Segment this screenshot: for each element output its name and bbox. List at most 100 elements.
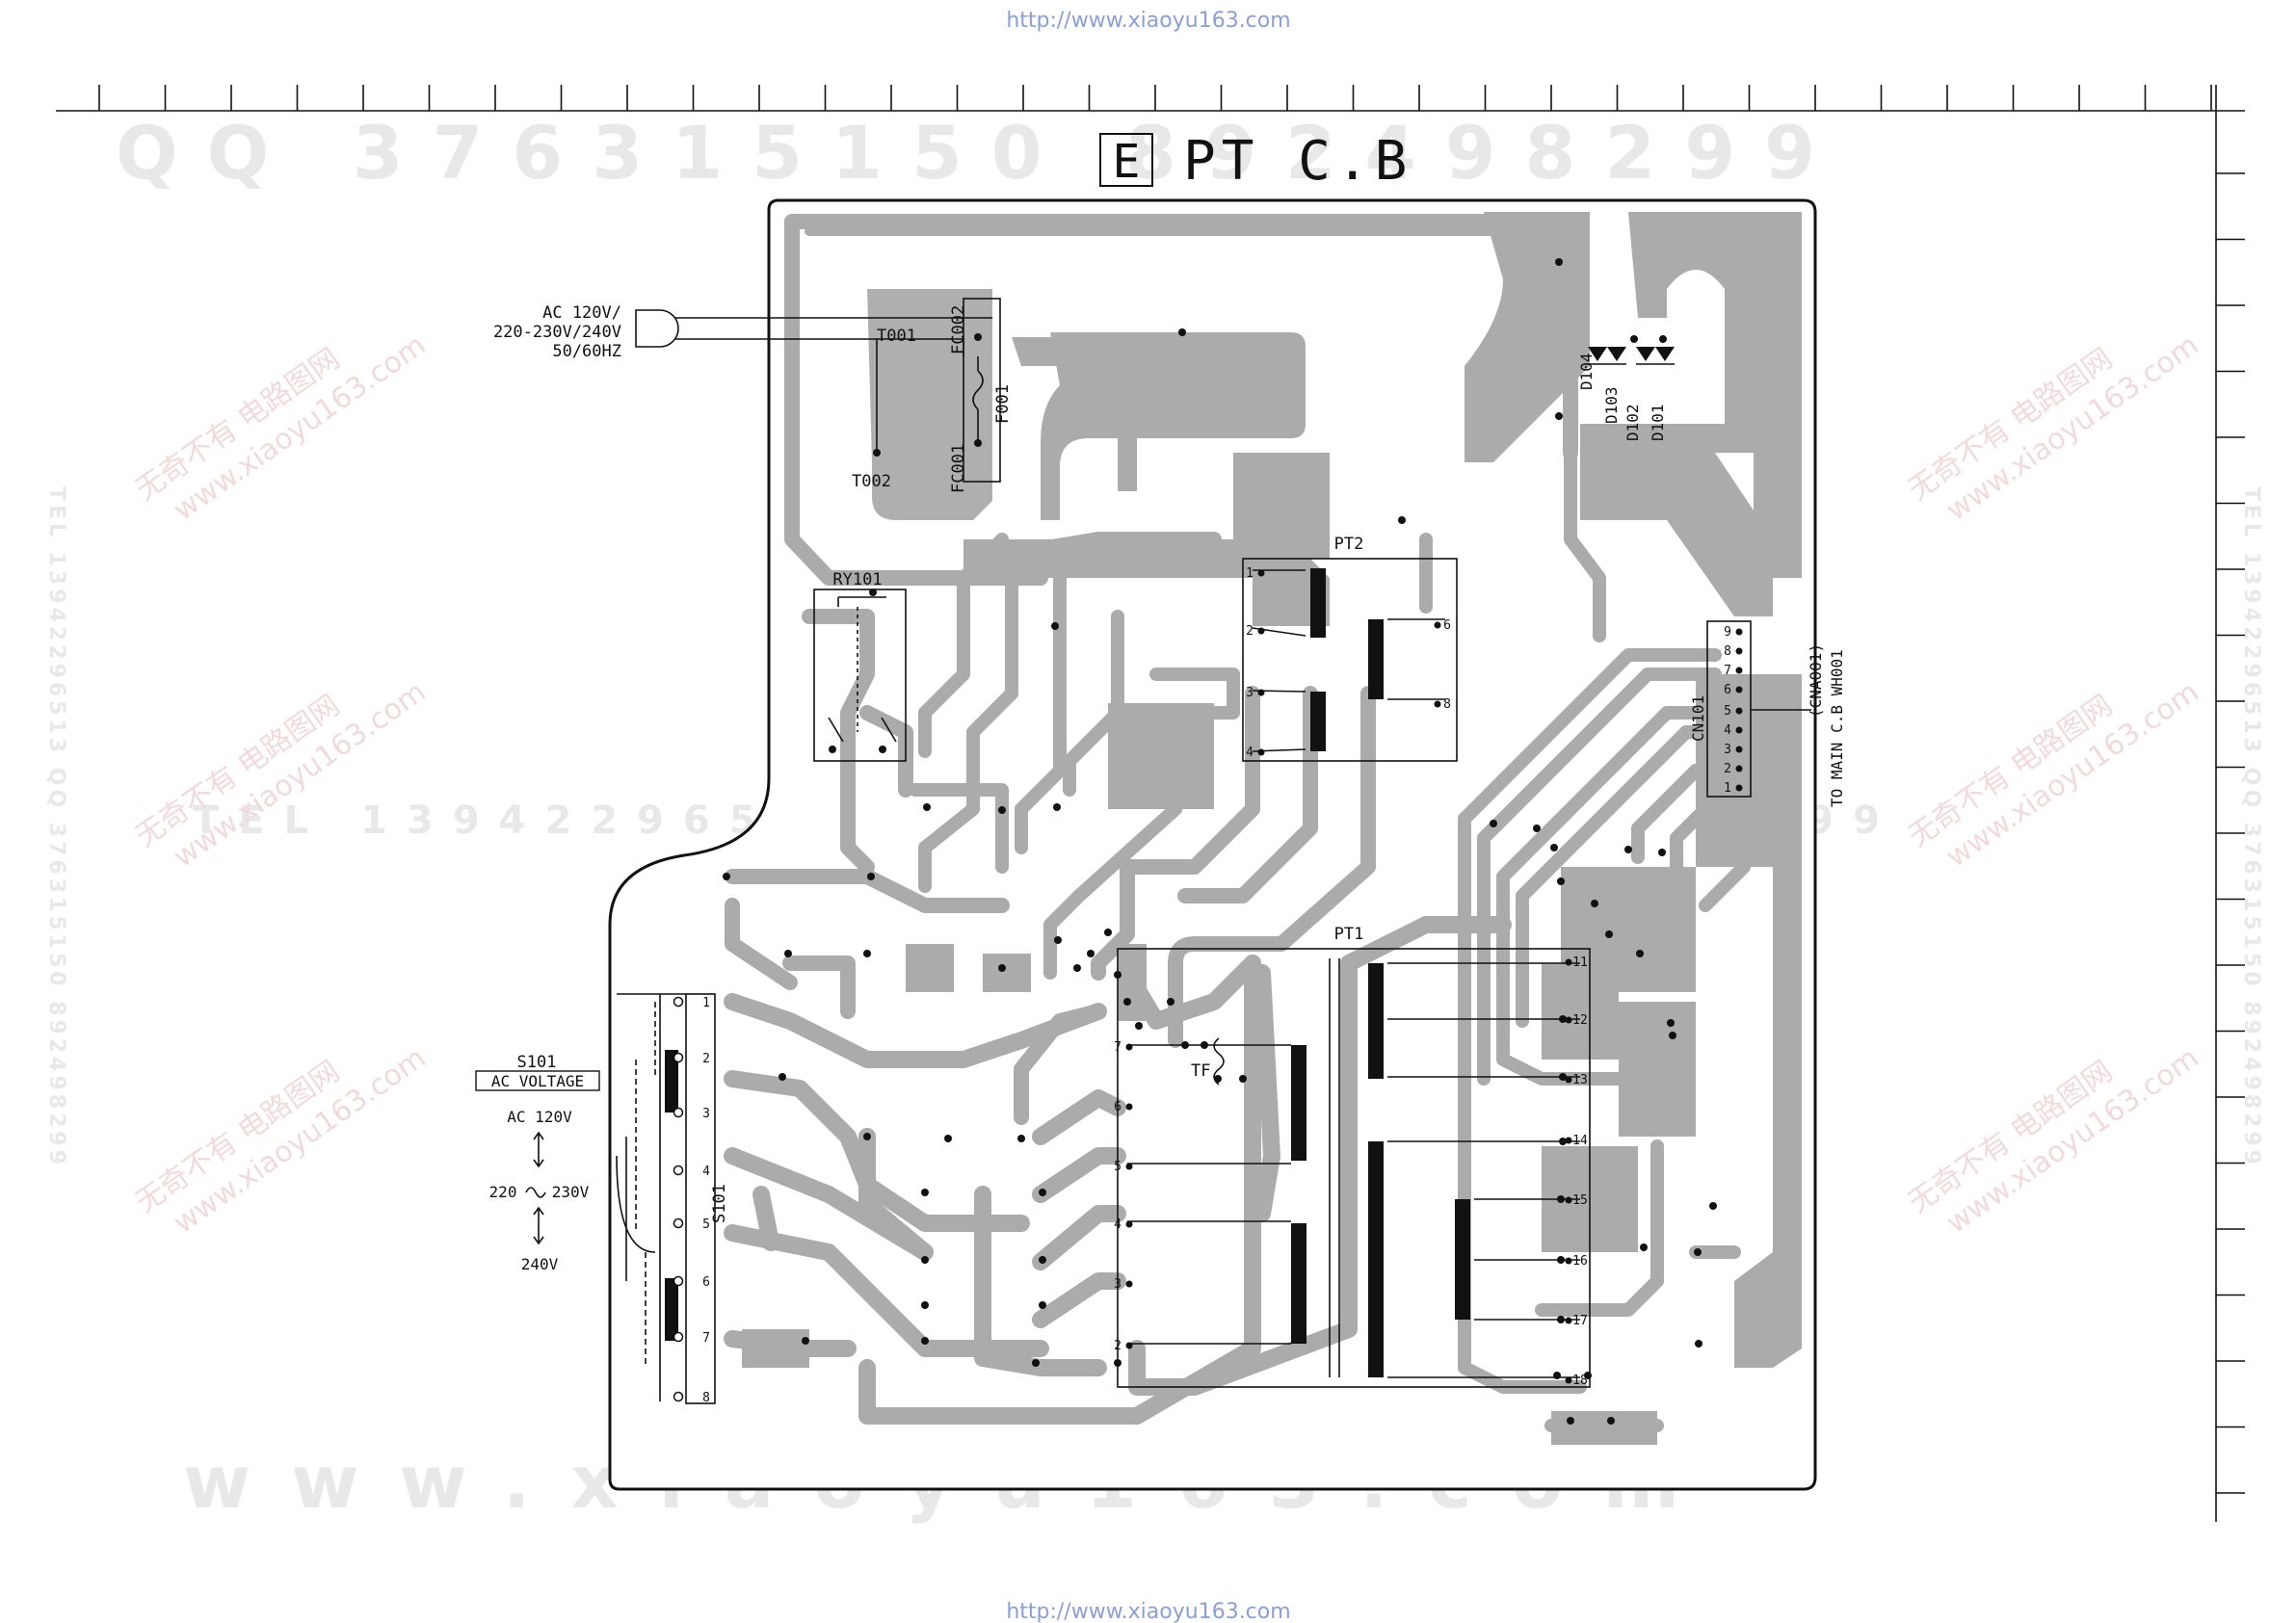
label-tf: TF xyxy=(1191,1061,1210,1081)
pin-number: 3 xyxy=(1114,1277,1122,1292)
label-d102: D102 xyxy=(1623,404,1642,441)
label-pt1: PT1 xyxy=(1334,925,1364,944)
solder-pad xyxy=(1559,1138,1567,1145)
solder-pad xyxy=(873,449,881,457)
pin-number: 3 xyxy=(1246,686,1254,700)
pin-pad xyxy=(1565,958,1572,966)
solder-pad xyxy=(1640,1243,1648,1251)
watermark-side-left: TEL 13942296513 QQ 376315150 892498299 xyxy=(44,486,68,1168)
solder-pad xyxy=(1557,1195,1565,1203)
solder-pad xyxy=(784,950,792,957)
solder-pad xyxy=(1636,950,1644,957)
solder-pad xyxy=(1550,844,1558,851)
label-fc002: FC002 xyxy=(949,305,968,354)
switch-contact xyxy=(673,1107,684,1118)
pin-pad xyxy=(1735,765,1743,772)
solder-pad xyxy=(1709,1202,1717,1210)
switch-opt2b: 230V xyxy=(552,1183,590,1201)
solder-pad xyxy=(1567,1417,1574,1425)
pin-pad xyxy=(1565,1257,1572,1265)
pin-number: 6 xyxy=(1724,683,1731,697)
solder-pad xyxy=(829,746,836,753)
solder-pad xyxy=(1167,998,1174,1006)
pin-number: 14 xyxy=(1572,1134,1588,1148)
pin-pad xyxy=(1735,746,1743,753)
solder-pad xyxy=(1017,1135,1025,1142)
solder-pad xyxy=(1135,1022,1143,1030)
right-ruler xyxy=(2215,85,2245,1522)
watermark-top: QQ 376315150 892498299 xyxy=(116,110,1844,196)
pin-number: 8 xyxy=(1443,697,1451,712)
solder-pad xyxy=(863,950,871,957)
ac-input-line3: 50/60HZ xyxy=(552,342,621,361)
header-url[interactable]: http://www.xiaoyu163.com xyxy=(1006,9,1290,33)
solder-pad xyxy=(1694,1248,1702,1256)
pin-pad xyxy=(1735,726,1743,734)
solder-pad xyxy=(1032,1359,1040,1367)
connector-note-line2: TO MAIN C.B WH001 xyxy=(1828,649,1846,807)
solder-pad xyxy=(1591,900,1598,907)
solder-pad xyxy=(1605,930,1613,938)
solder-pad xyxy=(1054,936,1062,944)
copper-traces xyxy=(724,212,1802,1445)
pin-pad xyxy=(1735,667,1743,674)
solder-pad xyxy=(1669,1032,1676,1039)
label-d104: D104 xyxy=(1577,353,1596,390)
pin-number: 18 xyxy=(1572,1374,1588,1388)
pin-number: 8 xyxy=(1724,644,1731,659)
pin-pad xyxy=(1565,1317,1572,1324)
pin-number: 2 xyxy=(1724,762,1731,776)
pin-number: 13 xyxy=(1572,1073,1588,1087)
solder-pad xyxy=(1630,335,1638,343)
switch-contact xyxy=(673,996,684,1008)
solder-pad xyxy=(1555,412,1563,420)
pin-number: 2 xyxy=(702,1052,710,1066)
pin-number: 16 xyxy=(1572,1254,1588,1269)
pin-numbers: 1234687654321112131415161718987654321123… xyxy=(673,566,1743,1405)
footer-url[interactable]: http://www.xiaoyu163.com xyxy=(1006,1600,1290,1623)
solder-pad xyxy=(944,1135,952,1142)
label-ry101: RY101 xyxy=(832,570,882,589)
pin-number: 4 xyxy=(702,1165,710,1179)
pin-number: 3 xyxy=(1724,743,1731,757)
switch-contact xyxy=(673,1217,684,1229)
pin-number: 8 xyxy=(702,1391,710,1405)
label-d101: D101 xyxy=(1649,404,1667,441)
pin-pad xyxy=(1735,784,1743,792)
switch-opt1: AC 120V xyxy=(507,1108,572,1126)
pin-pad xyxy=(1735,686,1743,694)
pin-number: 6 xyxy=(1114,1100,1122,1114)
solder-pad xyxy=(802,1337,809,1345)
solder-pad xyxy=(1557,877,1565,885)
switch-vertical-ref: S101 xyxy=(710,1184,729,1223)
pin-number: 1 xyxy=(702,996,710,1010)
pin-number: 17 xyxy=(1572,1314,1588,1328)
switch-opt2: 220 xyxy=(489,1183,517,1201)
solder-pad xyxy=(1178,328,1186,336)
solder-pad xyxy=(869,589,877,596)
solder-pad xyxy=(867,873,875,880)
pin-number: 2 xyxy=(1114,1339,1122,1353)
pin-pad xyxy=(1257,689,1265,696)
pin-number: 11 xyxy=(1572,955,1588,970)
solder-pad xyxy=(1557,1256,1565,1264)
solder-pad xyxy=(1559,1015,1567,1023)
solder-pad xyxy=(1555,258,1563,266)
pin-pad xyxy=(1125,1043,1133,1051)
solder-pad xyxy=(1039,1301,1046,1309)
solder-pad xyxy=(1039,1189,1046,1196)
label-fc001: FC001 xyxy=(949,444,968,493)
solder-pad xyxy=(1607,1417,1615,1425)
switch-contact xyxy=(673,1391,684,1402)
switch-contact xyxy=(673,1275,684,1287)
pin-number: 5 xyxy=(1724,704,1731,719)
solder-pad xyxy=(921,1301,929,1309)
switch-contact xyxy=(673,1165,684,1176)
solder-pad xyxy=(1667,1019,1675,1027)
switch-contact xyxy=(673,1052,684,1063)
pin-pad xyxy=(1565,1016,1572,1024)
switch-ref: S101 xyxy=(517,1053,557,1072)
